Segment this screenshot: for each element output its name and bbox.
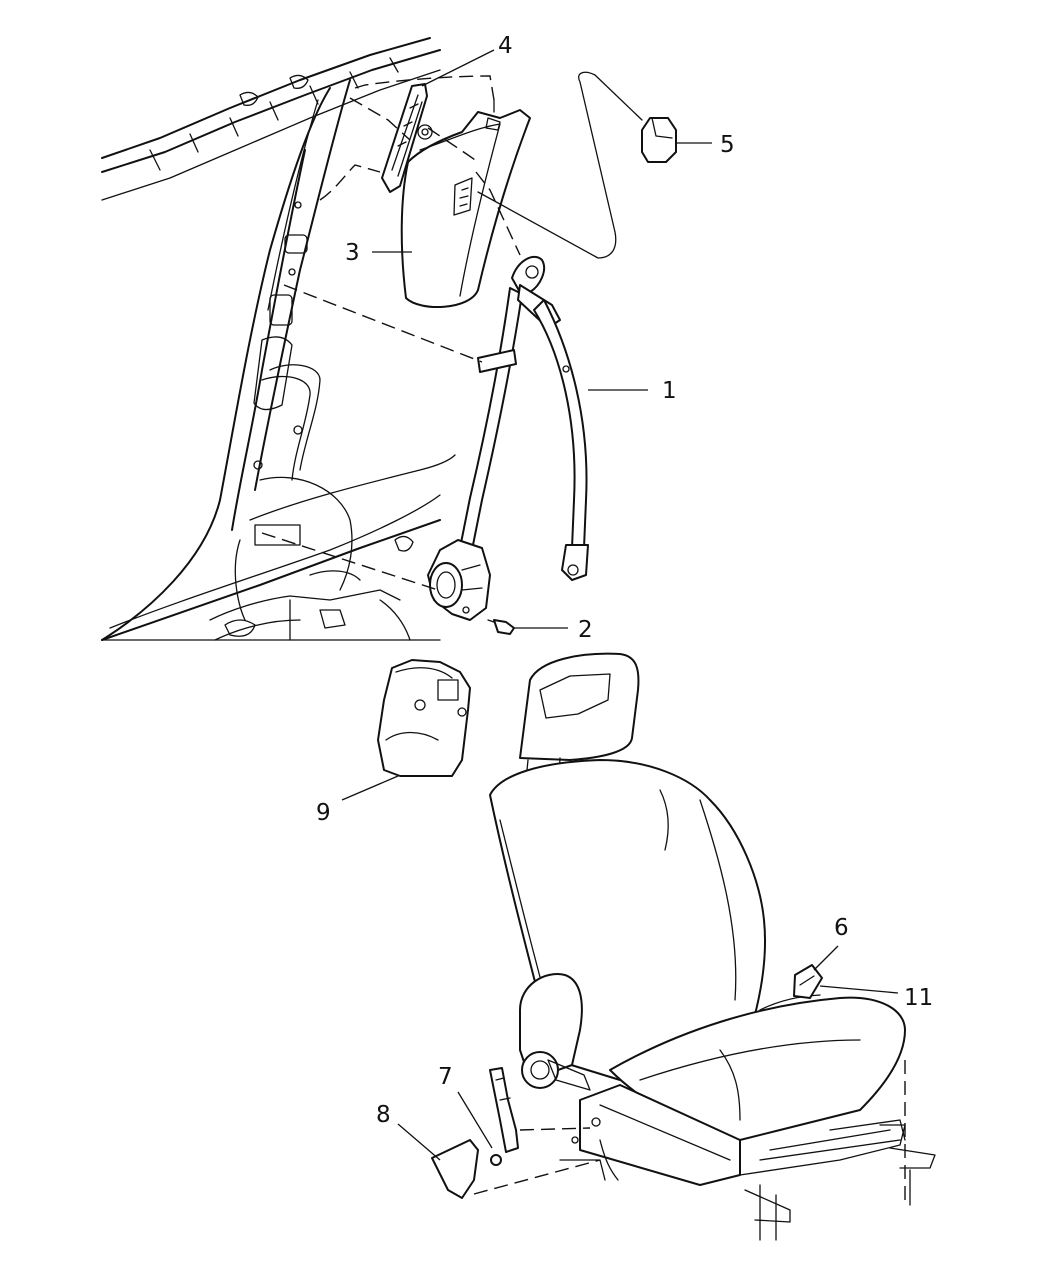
assembly-lines (261, 71, 643, 1195)
callout-9: 9 (316, 800, 331, 826)
pillar-trim-cover (400, 99, 531, 308)
callout-8: 8 (376, 1102, 391, 1128)
callout-5: 5 (720, 132, 735, 158)
leader-lines (341, 49, 899, 1161)
seat-assembly (489, 652, 936, 1241)
callout-11: 11 (904, 985, 933, 1011)
riser-cover (431, 1139, 479, 1199)
callout-6: 6 (834, 915, 849, 941)
buckle-anchor (489, 1067, 519, 1166)
callout-3: 3 (345, 240, 360, 266)
seat-belt-assembly (427, 255, 589, 621)
b-pillar-structure (101, 37, 456, 641)
side-trim-cover (377, 659, 471, 777)
callout-7: 7 (438, 1064, 453, 1090)
belt-cover (641, 117, 677, 163)
callout-1: 1 (662, 378, 677, 404)
height-adjuster (381, 83, 433, 193)
anchor-bolt (487, 619, 515, 635)
callout-2: 2 (578, 617, 593, 643)
callout-4: 4 (498, 33, 513, 59)
